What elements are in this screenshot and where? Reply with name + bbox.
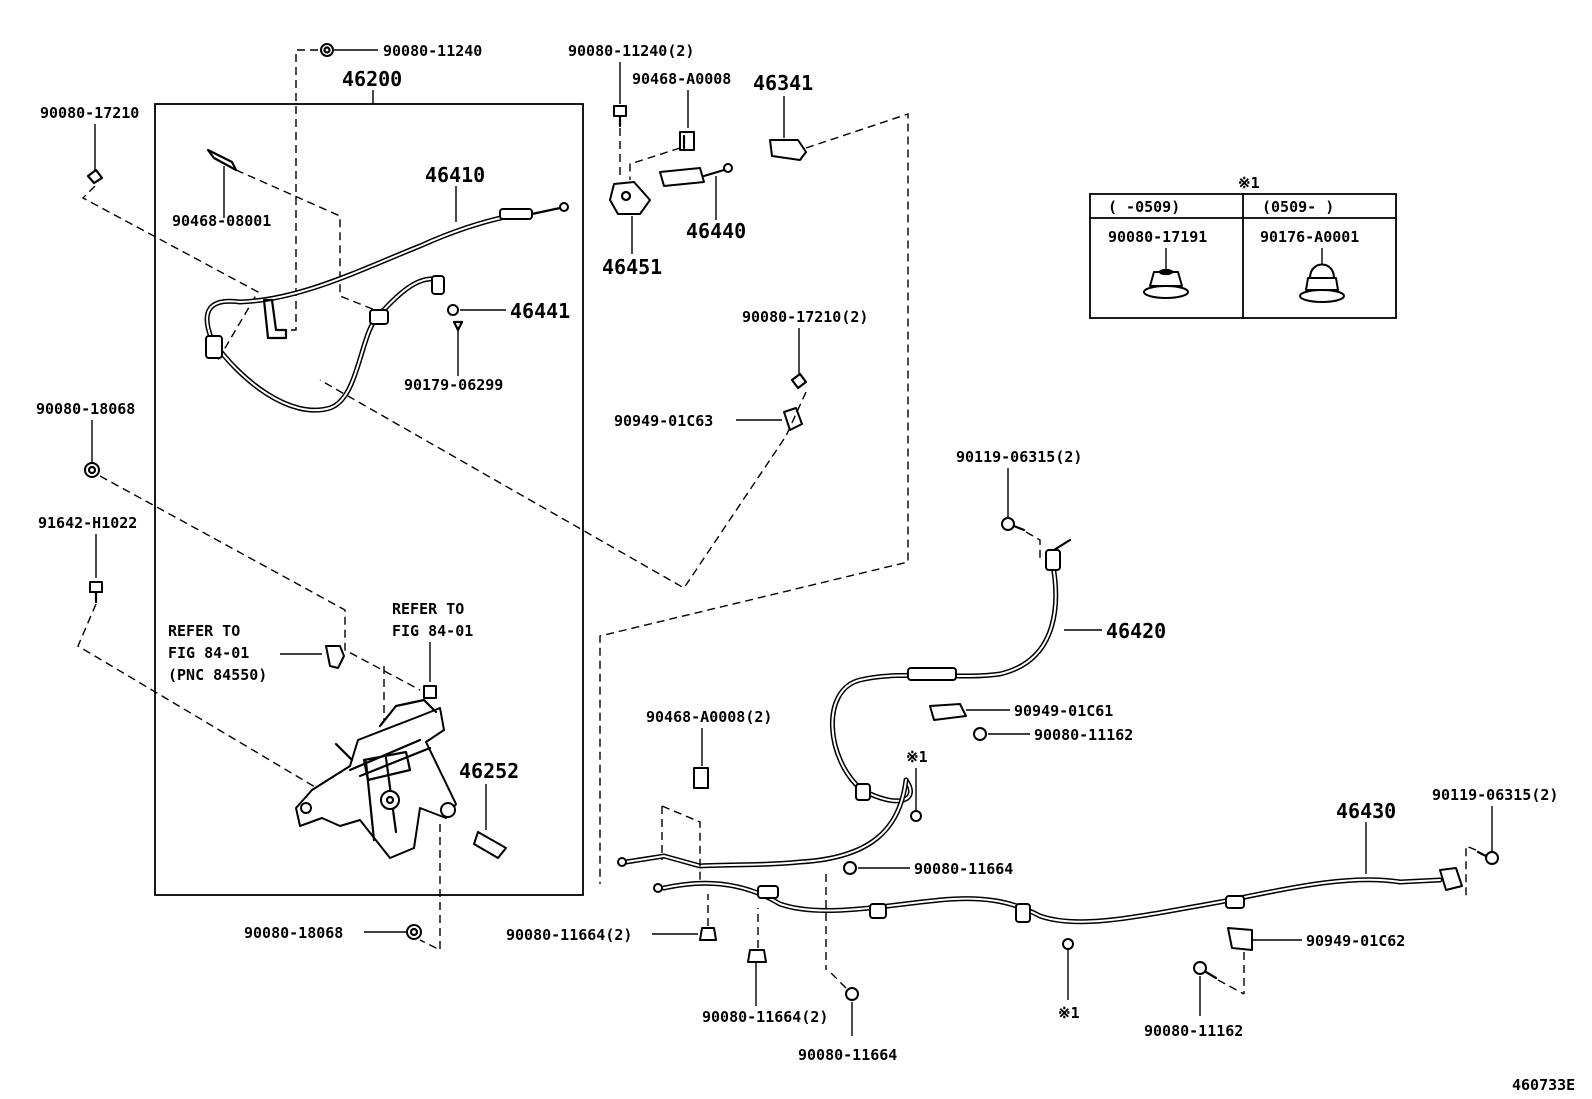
- bracket-icon[interactable]: [325, 645, 345, 669]
- label-90080-11240[interactable]: 90080-11240: [383, 42, 482, 60]
- clamp-icon[interactable]: [929, 703, 967, 721]
- switch-icon[interactable]: [769, 139, 807, 161]
- clamp-icon[interactable]: [206, 148, 238, 172]
- clip-icon[interactable]: [790, 372, 808, 390]
- sensor-46440[interactable]: [659, 163, 733, 187]
- label-note-1-upper[interactable]: ※1: [906, 748, 928, 766]
- pin-icon[interactable]: [452, 320, 464, 332]
- bolt-icon[interactable]: [973, 727, 987, 741]
- assembly-frame-46200: [154, 103, 584, 896]
- note-table-col1-header: ( -0509): [1108, 198, 1180, 216]
- diagram-id: 460733E: [1512, 1076, 1575, 1094]
- note-table: ※1 ( -0509) (0509- ) 90080-17191 90176-A…: [1089, 174, 1397, 319]
- label-90080-18068-lower[interactable]: 90080-18068: [244, 924, 343, 942]
- nut-icon[interactable]: [84, 462, 100, 478]
- bolt-icon[interactable]: [89, 581, 103, 604]
- note-table-col1-part[interactable]: 90080-17191: [1108, 228, 1207, 246]
- clip-icon[interactable]: [693, 767, 709, 789]
- label-note-1-lower[interactable]: ※1: [1058, 1004, 1080, 1022]
- cable-46430[interactable]: [653, 867, 1463, 925]
- label-90080-11664-2-left[interactable]: 90080-11664(2): [506, 926, 632, 944]
- bolt-icon[interactable]: [747, 949, 767, 963]
- bolt-icon[interactable]: [320, 43, 334, 57]
- label-90949-01C61[interactable]: 90949-01C61: [1014, 702, 1113, 720]
- note-table-col2-part[interactable]: 90176-A0001: [1260, 228, 1359, 246]
- label-46451[interactable]: 46451: [602, 255, 662, 279]
- label-90080-11240-2[interactable]: 90080-11240(2): [568, 42, 694, 60]
- label-46252[interactable]: 46252: [459, 759, 519, 783]
- note-table-col2-header: (0509- ): [1262, 198, 1334, 216]
- label-90080-11162-lower[interactable]: 90080-11162: [1144, 1022, 1243, 1040]
- bolt-icon[interactable]: [843, 861, 857, 875]
- label-90080-17210[interactable]: 90080-17210: [40, 104, 139, 122]
- grommet-icon[interactable]: [447, 304, 459, 316]
- label-46341[interactable]: 46341: [753, 71, 813, 95]
- label-90468-A0008-2[interactable]: 90468-A0008(2): [646, 708, 772, 726]
- label-90080-11664-2-bottom[interactable]: 90080-11664(2): [702, 1008, 828, 1026]
- label-90949-01C62[interactable]: 90949-01C62: [1306, 932, 1405, 950]
- cable-46420[interactable]: [617, 538, 1072, 869]
- bolt-icon[interactable]: [1193, 961, 1218, 980]
- note-table-marker: ※1: [1238, 174, 1260, 192]
- label-91642-H1022[interactable]: 91642-H1022: [38, 514, 137, 532]
- label-refer-to-right-2[interactable]: FIG 84-01: [392, 622, 473, 640]
- cap-nut-icon[interactable]: [1299, 263, 1345, 303]
- label-90080-11162-upper[interactable]: 90080-11162: [1034, 726, 1133, 744]
- label-90468-08001[interactable]: 90468-08001: [172, 212, 271, 230]
- clamp-icon[interactable]: [1227, 927, 1253, 951]
- label-90080-18068-upper[interactable]: 90080-18068: [36, 400, 135, 418]
- bolt-icon[interactable]: [1001, 517, 1026, 532]
- bolt-icon[interactable]: [423, 685, 437, 699]
- nut-icon[interactable]: [910, 810, 922, 822]
- label-90119-06315-upper[interactable]: 90119-06315(2): [956, 448, 1082, 466]
- bolt-icon[interactable]: [699, 927, 717, 941]
- bolt-icon[interactable]: [845, 987, 859, 1001]
- label-46200[interactable]: 46200: [342, 67, 402, 91]
- clip-icon[interactable]: [679, 131, 695, 151]
- label-90468-A0008[interactable]: 90468-A0008: [632, 70, 731, 88]
- label-90119-06315-lower[interactable]: 90119-06315(2): [1432, 786, 1558, 804]
- nut-icon[interactable]: [406, 924, 422, 940]
- clip-icon[interactable]: [86, 168, 104, 185]
- label-refer-to-left-2[interactable]: FIG 84-01: [168, 644, 249, 662]
- label-90080-11664-right[interactable]: 90080-11664: [914, 860, 1013, 878]
- bolt-icon[interactable]: [613, 105, 627, 128]
- label-90179-06299[interactable]: 90179-06299: [404, 376, 503, 394]
- bracket-46451[interactable]: [609, 181, 651, 215]
- flange-nut-icon[interactable]: [1143, 268, 1189, 299]
- label-46440[interactable]: 46440: [686, 219, 746, 243]
- label-46420[interactable]: 46420: [1106, 619, 1166, 643]
- parking-brake-pedal-assembly[interactable]: [295, 698, 457, 859]
- label-46430[interactable]: 46430: [1336, 799, 1396, 823]
- bolt-icon[interactable]: [1476, 850, 1499, 865]
- label-refer-to-left-1[interactable]: REFER TO: [168, 622, 240, 640]
- label-90080-11664-bottom[interactable]: 90080-11664: [798, 1046, 897, 1064]
- label-90949-01C63[interactable]: 90949-01C63: [614, 412, 713, 430]
- cap-icon[interactable]: [473, 831, 507, 859]
- label-46410[interactable]: 46410: [425, 163, 485, 187]
- label-refer-to-left-3[interactable]: (PNC 84550): [168, 666, 267, 684]
- label-46441[interactable]: 46441: [510, 299, 570, 323]
- label-90080-17210-2[interactable]: 90080-17210(2): [742, 308, 868, 326]
- nut-icon[interactable]: [1062, 938, 1074, 950]
- label-refer-to-right-1[interactable]: REFER TO: [392, 600, 464, 618]
- cable-46410[interactable]: [204, 202, 569, 413]
